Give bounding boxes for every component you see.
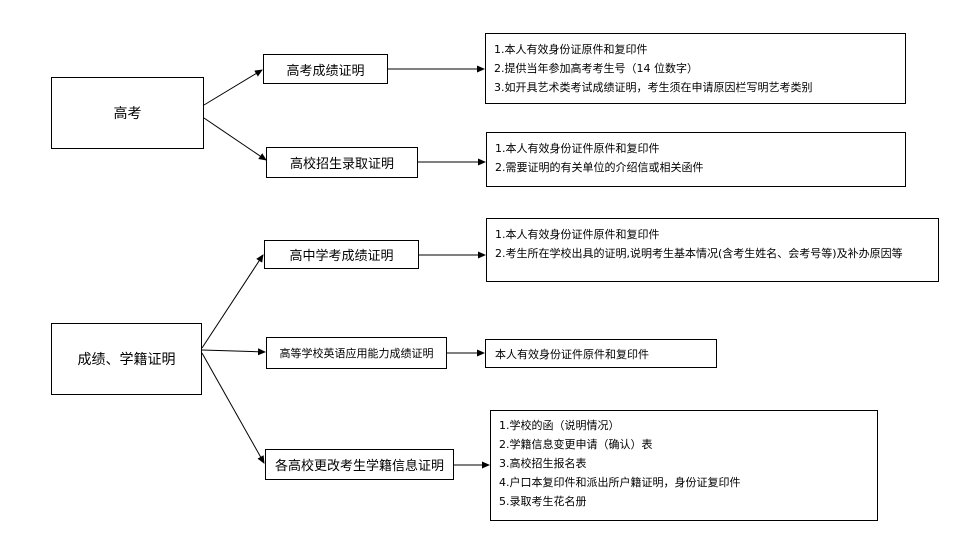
arrow-record-to-english [201, 348, 266, 356]
requirement-item: 1.本人有效身份证件原件和复印件 [495, 142, 660, 155]
requirement-item: 1.本人有效身份证原件和复印件 [494, 43, 648, 56]
requirement-item: 3.高校招生报名表 [499, 457, 587, 470]
root-gaokao: 高考 [51, 77, 204, 149]
branch-admission-certificate: 高校招生录取证明 [266, 147, 418, 178]
requirements-status-change: 1.学校的函（说明情况） 2.学籍信息变更申请（确认）表 3.高校招生报名表 4… [490, 410, 878, 521]
branch-status-change: 各高校更改考生学籍信息证明 [265, 449, 454, 480]
requirement-item: 2.需要证明的有关单位的介绍信或相关函件 [495, 161, 704, 174]
requirement-item: 本人有效身份证件原件和复印件 [495, 347, 649, 361]
requirement-item: 4.户口本复印件和派出所户籍证明，身份证复印件 [499, 476, 741, 489]
requirement-item: 1.学校的函（说明情况） [499, 419, 620, 432]
requirement-item: 5.录取考生花名册 [499, 495, 587, 508]
requirements-english-ability-score: 本人有效身份证件原件和复印件 [485, 339, 717, 368]
arrow-gaokao-to-score [203, 69, 263, 106]
requirement-item: 2.学籍信息变更申请（确认）表 [499, 438, 653, 451]
requirements-highschool-score: 1.本人有效身份证件原件和复印件 2.考生所在学校出具的证明,说明考生基本情况(… [486, 218, 939, 282]
requirements-admission-certificate: 1.本人有效身份证件原件和复印件 2.需要证明的有关单位的介绍信或相关函件 [486, 132, 906, 187]
arrow-record-to-status-change [201, 352, 265, 464]
requirement-item: 1.本人有效身份证件原件和复印件 [495, 228, 660, 241]
requirements-gaokao-score: 1.本人有效身份证原件和复印件 2.提供当年参加高考考生号（14 位数字） 3.… [485, 33, 906, 104]
requirement-item: 2.提供当年参加高考考生号（14 位数字） [494, 62, 698, 75]
requirement-item: 3.如开具艺术类考试成绩证明，考生须在申请原因栏写明艺考类别 [494, 81, 813, 94]
arrow-record-to-highschool [201, 254, 264, 349]
branch-gaokao-score: 高考成绩证明 [263, 54, 388, 84]
arrow-gaokao-to-admission [203, 117, 267, 161]
requirement-item: 2.考生所在学校出具的证明,说明考生基本情况(含考生姓名、会考号等)及补办原因等 [495, 247, 903, 260]
root-score-and-record: 成绩、学籍证明 [51, 323, 202, 395]
branch-english-ability-score: 高等学校英语应用能力成绩证明 [266, 337, 447, 369]
branch-highschool-score: 高中学考成绩证明 [264, 240, 419, 269]
